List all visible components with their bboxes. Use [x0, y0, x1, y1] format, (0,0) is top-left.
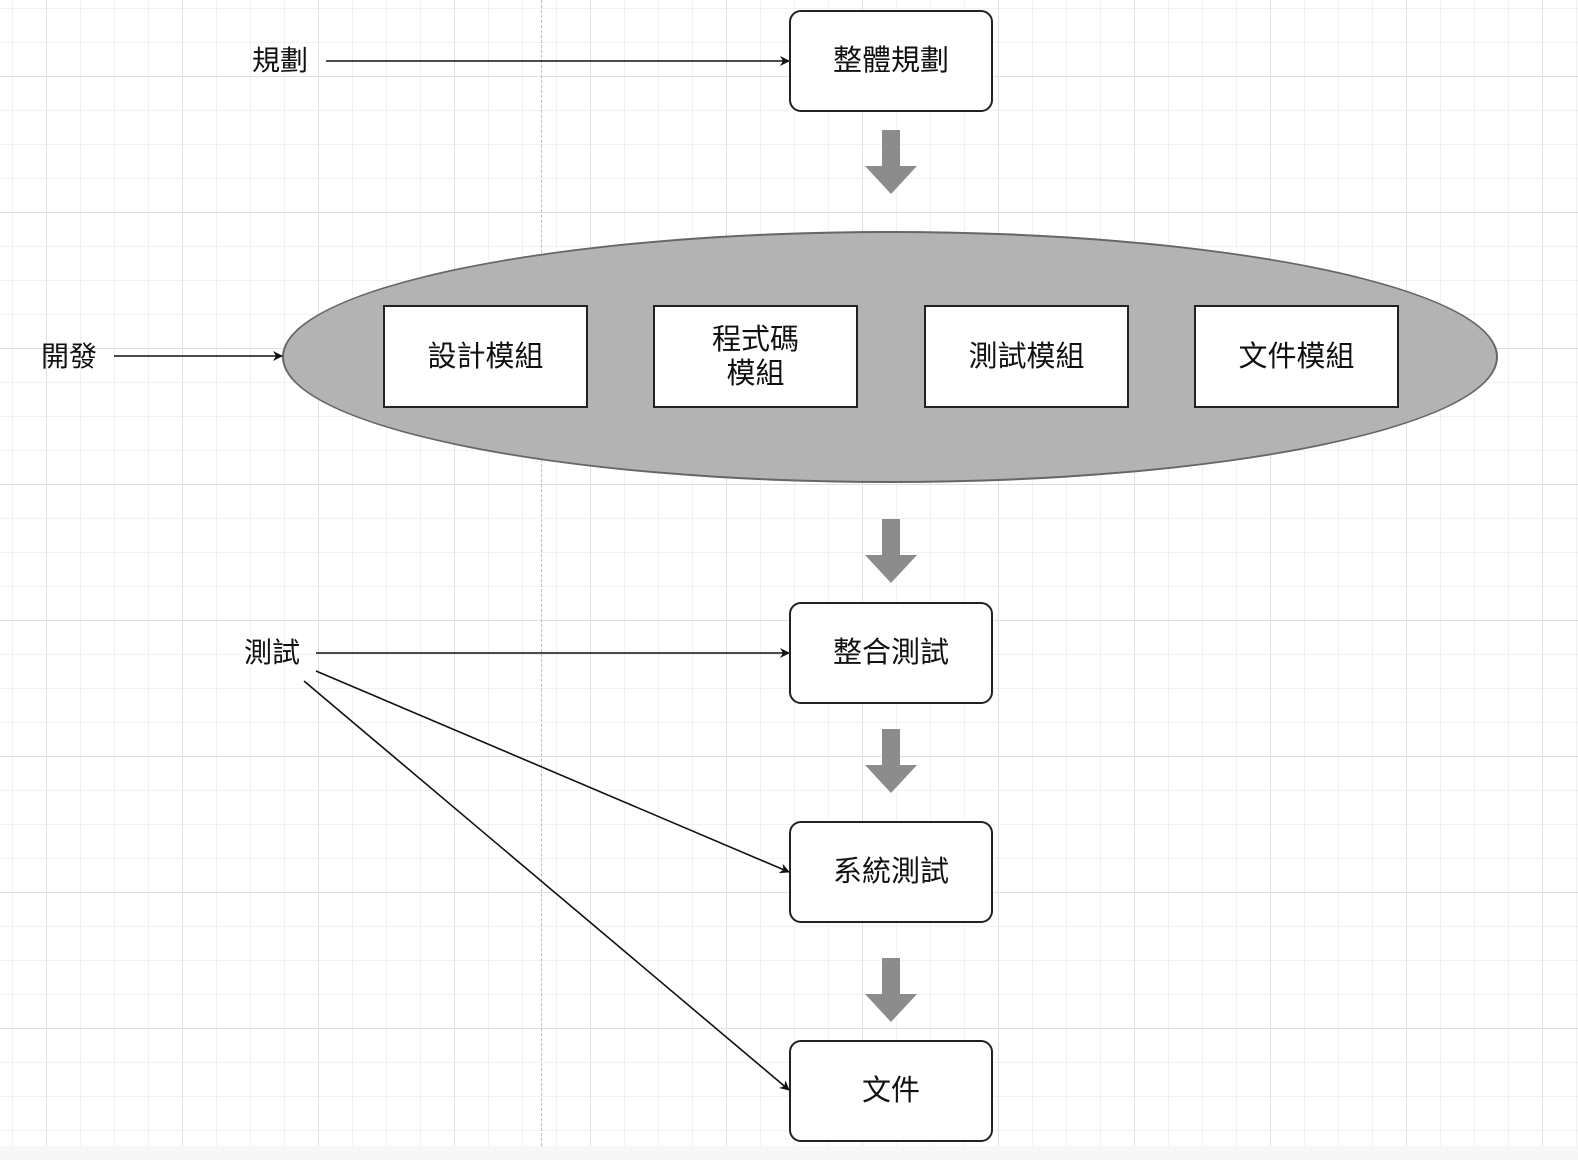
design-module-node[interactable]: 設計模組	[383, 305, 588, 408]
development-lane-label: 開發	[41, 340, 98, 373]
page-break-line	[541, 0, 542, 1146]
testing-lane-label: 測試	[244, 636, 301, 669]
code-module-node[interactable]: 程式碼 模組	[653, 305, 858, 408]
integration-test-node[interactable]: 整合測試	[789, 602, 993, 704]
system-test-node[interactable]: 系統測試	[789, 821, 993, 923]
documentation-node[interactable]: 文件	[789, 1040, 993, 1142]
overall-planning-node[interactable]: 整體規劃	[789, 10, 993, 112]
testing-to-document-connector[interactable]	[303, 680, 790, 1091]
planning-lane-label: 規劃	[252, 44, 309, 77]
test-module-node[interactable]: 測試模組	[924, 305, 1129, 408]
flow-arrow-down-icon	[865, 729, 917, 793]
flow-arrow-down-icon	[865, 130, 917, 194]
document-module-node[interactable]: 文件模組	[1194, 305, 1399, 408]
flow-arrow-down-icon	[865, 519, 917, 583]
testing-to-system-connector[interactable]	[315, 670, 790, 874]
page-edge	[0, 1146, 1578, 1160]
flow-arrow-down-icon	[865, 958, 917, 1022]
